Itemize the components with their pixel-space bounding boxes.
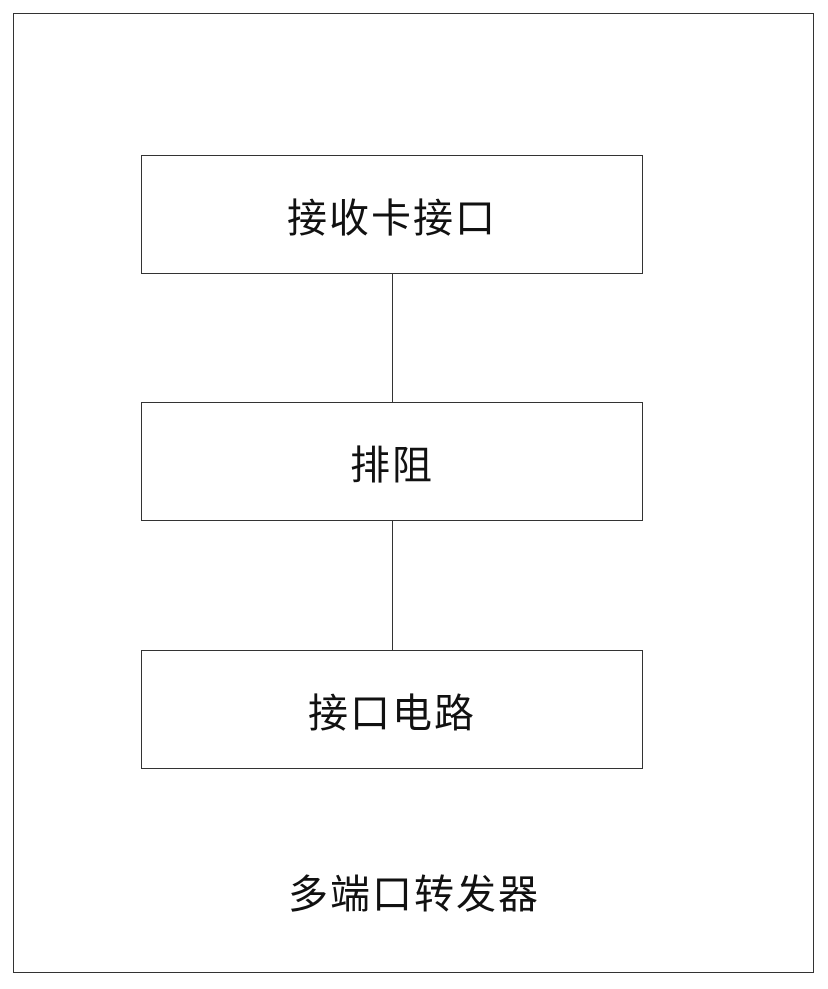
block-label: 接口电路: [308, 690, 476, 737]
connector-line-2: [392, 520, 393, 651]
block-label: 接收卡接口: [287, 195, 497, 242]
block-interface-circuit: 接口电路: [141, 650, 643, 769]
diagram-caption: 多端口转发器: [288, 872, 540, 918]
device-boundary-frame: [13, 13, 814, 973]
block-resistor-network: 排阻: [141, 402, 643, 521]
connector-line-1: [392, 273, 393, 403]
block-label: 排阻: [350, 442, 434, 489]
block-receiver-card-interface: 接收卡接口: [141, 155, 643, 274]
